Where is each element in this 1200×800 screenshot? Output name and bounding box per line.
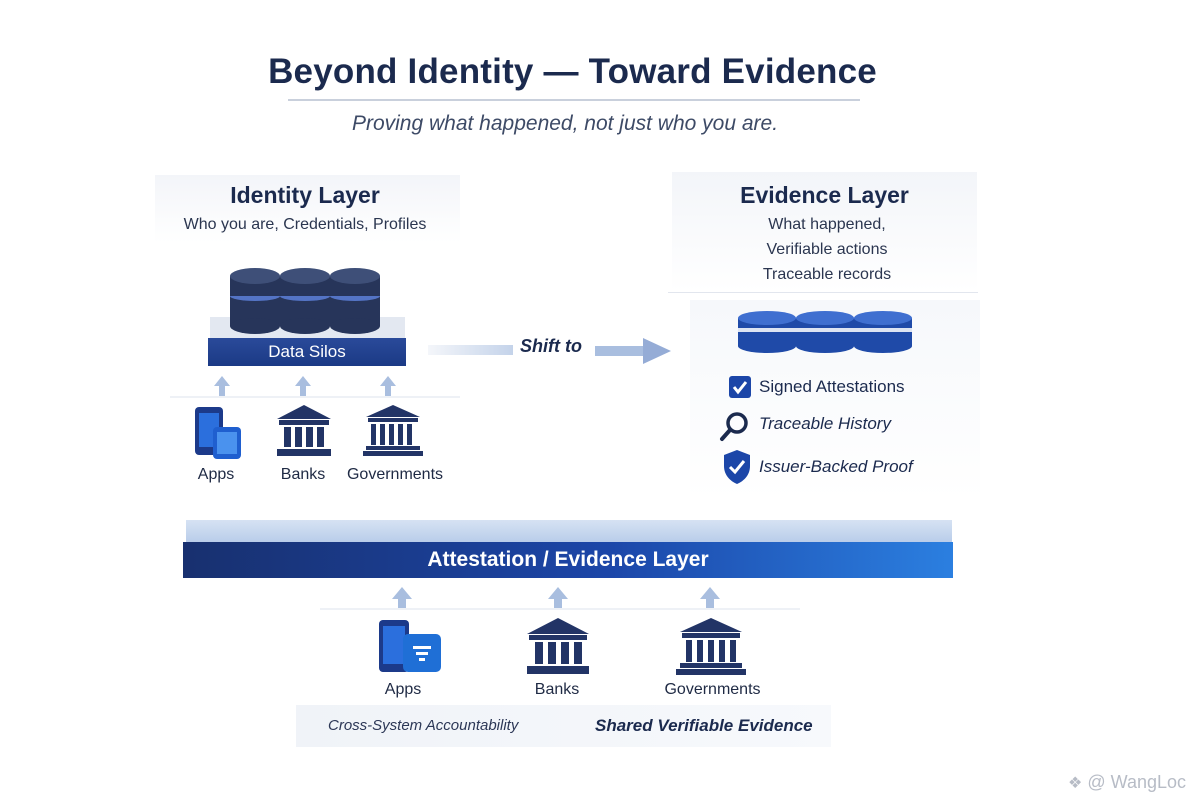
shared-verifiable-evidence-label: Shared Verifiable Evidence bbox=[595, 716, 813, 735]
checkbox-icon bbox=[729, 376, 751, 398]
watermark-text: @ WangLoc bbox=[1087, 772, 1187, 792]
data-silo-databases bbox=[210, 268, 405, 339]
phone-icon bbox=[195, 407, 241, 459]
evidence-desc-line-2: Verifiable actions bbox=[766, 241, 888, 258]
attestation-source-apps: Apps bbox=[384, 681, 422, 698]
up-arrow-icon bbox=[214, 376, 230, 396]
identity-layer-title: Identity Layer bbox=[230, 182, 380, 208]
database-icon bbox=[280, 268, 330, 334]
database-icon bbox=[796, 311, 854, 353]
database-icon bbox=[230, 268, 280, 334]
footer-strip bbox=[296, 705, 831, 747]
identity-source-banks: Banks bbox=[280, 466, 326, 483]
evidence-header-divider bbox=[668, 292, 978, 293]
database-icon bbox=[330, 268, 380, 334]
evidence-databases bbox=[738, 311, 912, 353]
evidence-desc-line-3: Traceable records bbox=[762, 266, 892, 283]
page-subtitle: Proving what happened, not just who you … bbox=[351, 112, 779, 135]
government-building-icon bbox=[676, 618, 746, 675]
shift-arrow-icon bbox=[595, 338, 671, 364]
attestation-source-governments: Governments bbox=[664, 681, 761, 698]
cross-system-accountability-label: Cross-System Accountability bbox=[328, 717, 519, 734]
data-silos-plate: Data Silos bbox=[208, 338, 406, 366]
feature-issuer-backed-proof: Issuer-Backed Proof bbox=[759, 457, 913, 476]
shield-check-icon bbox=[724, 450, 750, 484]
evidence-desc-line-1: What happened, bbox=[768, 216, 886, 233]
watermark: ❖ @ WangLoc bbox=[1068, 772, 1193, 793]
watermark-logo-icon: ❖ bbox=[1068, 775, 1083, 792]
up-arrow-icon bbox=[380, 376, 396, 396]
identity-layer-description: Who you are, Credentials, Profiles bbox=[183, 216, 427, 233]
database-icon bbox=[738, 311, 796, 353]
attestation-bar-top-face bbox=[186, 520, 952, 542]
shift-to-label: Shift to bbox=[520, 336, 582, 356]
bank-icon bbox=[277, 405, 331, 456]
shift-arrow-shaft bbox=[428, 345, 513, 355]
evidence-header-panel bbox=[672, 172, 977, 292]
feature-traceable-history: Traceable History bbox=[759, 414, 891, 433]
database-icon bbox=[854, 311, 912, 353]
identity-header-panel bbox=[155, 175, 460, 243]
identity-source-apps: Apps bbox=[197, 466, 235, 483]
attestation-source-banks: Banks bbox=[534, 681, 580, 698]
attestation-evidence-layer-bar: Attestation / Evidence Layer bbox=[183, 542, 953, 578]
identity-source-governments: Governments bbox=[346, 466, 444, 483]
phone-icon bbox=[379, 620, 441, 672]
government-building-icon bbox=[363, 405, 423, 456]
evidence-layer-title: Evidence Layer bbox=[740, 182, 909, 208]
magnifier-icon bbox=[720, 412, 748, 441]
up-arrow-icon bbox=[548, 587, 568, 609]
up-arrow-icon bbox=[700, 587, 720, 609]
identity-up-arrows bbox=[170, 376, 460, 398]
up-arrow-icon bbox=[392, 587, 412, 609]
title-divider bbox=[288, 99, 860, 101]
page-title: Beyond Identity — Toward Evidence bbox=[268, 52, 877, 91]
bank-icon bbox=[527, 618, 589, 674]
up-arrow-icon bbox=[295, 376, 311, 396]
attestation-up-arrows bbox=[320, 587, 800, 610]
feature-signed-attestations: Signed Attestations bbox=[759, 377, 905, 396]
